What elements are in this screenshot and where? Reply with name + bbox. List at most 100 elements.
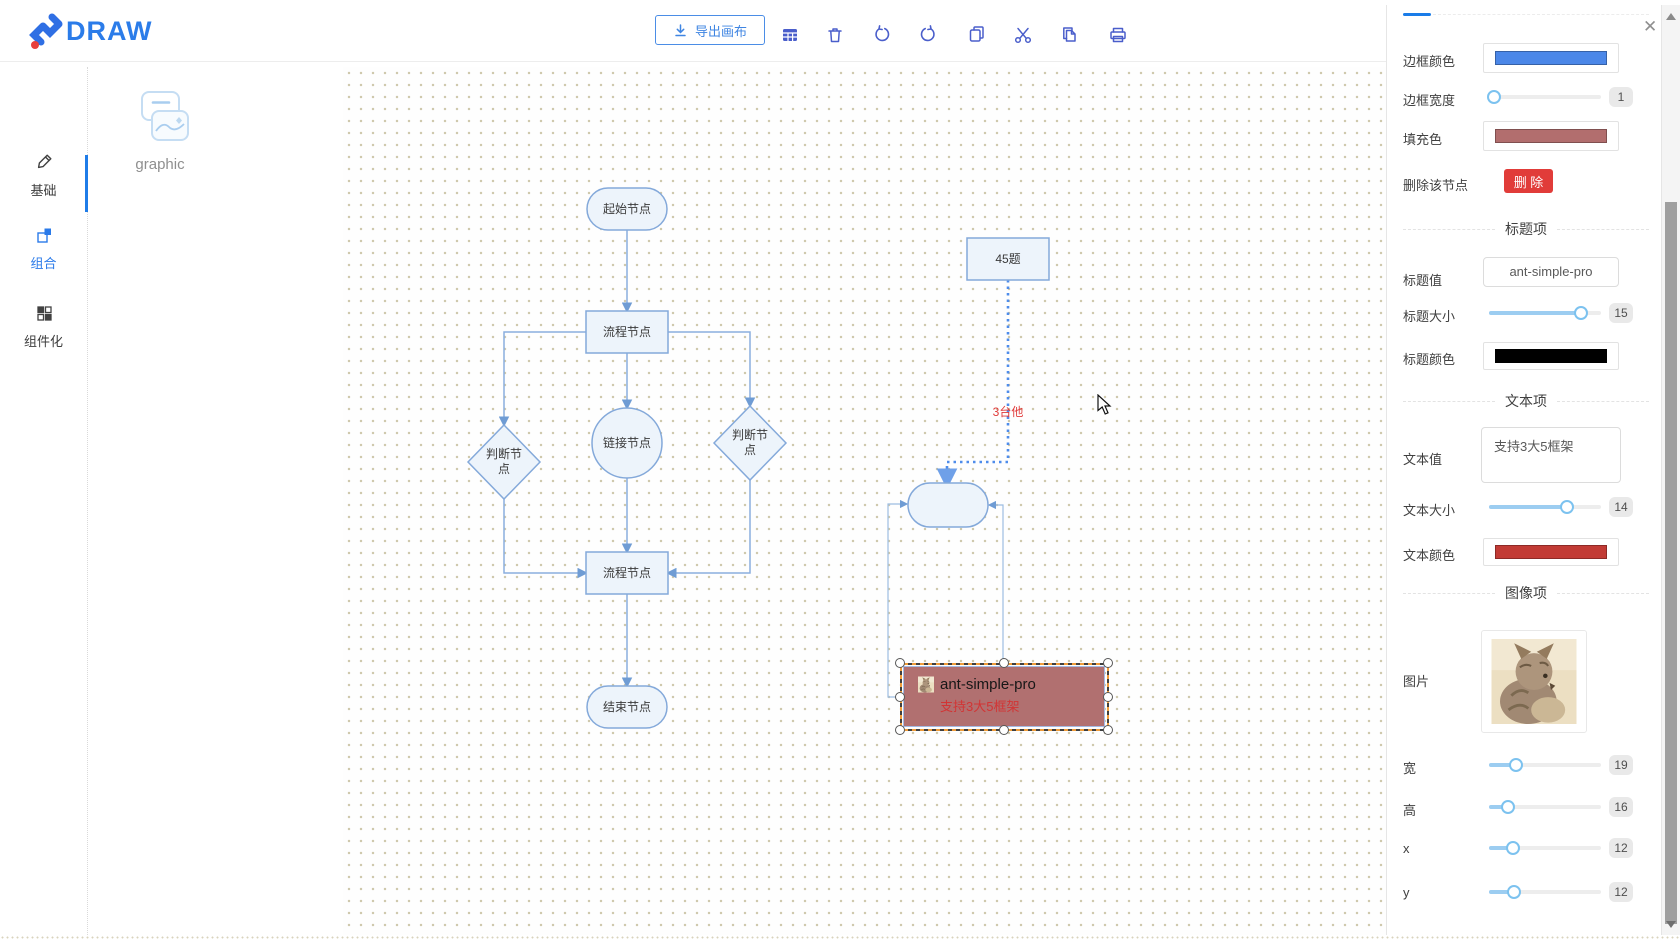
grid-icon[interactable]: [779, 24, 801, 46]
sidebar-item-label: 组合: [30, 256, 57, 271]
node-task-label[interactable]: 45题: [995, 251, 1021, 266]
sidebar-item-basic[interactable]: 基础: [0, 152, 87, 199]
properties-panel: ✕ 边框颜色 边框宽度 1 填充色 删除该节点 删 除 标题项 标题值 ant-…: [1386, 5, 1680, 935]
selection-handle-n[interactable]: [999, 658, 1009, 668]
x-slider-thumb[interactable]: [1506, 841, 1520, 855]
edge-label: 3台他: [992, 405, 1024, 419]
graphic-shape-icon: [141, 91, 189, 141]
node-link-label[interactable]: 链接节点: [602, 435, 651, 450]
height-slider[interactable]: [1489, 805, 1601, 809]
width-slider[interactable]: [1489, 763, 1601, 767]
image-preview[interactable]: [1481, 630, 1587, 733]
border-width-slider[interactable]: [1489, 95, 1601, 99]
text-size-value: 14: [1609, 497, 1633, 517]
selected-node[interactable]: ant-simple-pro 支持3大5框架: [903, 666, 1105, 727]
node-stadium-empty[interactable]: [907, 482, 989, 528]
delete-button[interactable]: 删 除: [1504, 169, 1553, 193]
node-thumbnail-image: [918, 676, 934, 693]
panel-tab-divider: [1433, 14, 1649, 15]
text-value-label: 文本值: [1403, 452, 1443, 467]
border-width-label: 边框宽度: [1403, 93, 1456, 108]
title-size-slider-fill: [1489, 311, 1581, 315]
close-icon[interactable]: ✕: [1643, 17, 1658, 36]
height-slider-thumb[interactable]: [1501, 800, 1515, 814]
selection-handle-s[interactable]: [999, 725, 1009, 735]
library-item-graphic[interactable]: graphic: [118, 89, 202, 173]
border-width-slider-thumb[interactable]: [1487, 90, 1501, 104]
node-end-label[interactable]: 结束节点: [602, 699, 651, 714]
node-start[interactable]: [586, 187, 668, 231]
selection-handle-e[interactable]: [1103, 692, 1113, 702]
drawing-canvas[interactable]: 起始节点 流程节点 判断节点 链接节点 判断节点 流程节点 结束节点 45题 3…: [343, 67, 1386, 935]
edge-decisionR-process2: [666, 480, 751, 579]
print-icon[interactable]: [1107, 24, 1129, 46]
height-label: 高: [1403, 803, 1417, 818]
active-tab-indicator: [85, 155, 88, 212]
y-slider-thumb[interactable]: [1507, 885, 1521, 899]
edge-process1-decisionL: [498, 331, 586, 427]
scroll-up-icon[interactable]: [1666, 13, 1676, 20]
sidebar-item-modules[interactable]: 组件化: [0, 303, 87, 350]
panel-scrollbar[interactable]: [1661, 5, 1680, 935]
node-process1-label[interactable]: 流程节点: [602, 324, 651, 339]
export-canvas-button[interactable]: 导出画布: [655, 15, 765, 45]
title-value-input[interactable]: ant-simple-pro: [1483, 257, 1619, 287]
node-decision-right[interactable]: [712, 404, 788, 482]
sidebar-item-combine[interactable]: 组合: [0, 225, 87, 272]
height-value: 16: [1609, 797, 1633, 817]
border-color-picker[interactable]: [1483, 43, 1619, 73]
selection-handle-ne[interactable]: [1103, 658, 1113, 668]
title-size-label: 标题大小: [1403, 309, 1456, 324]
combine-icon: [36, 228, 51, 243]
node-process2[interactable]: [585, 551, 669, 595]
edge-task-stadium-dotted: [936, 280, 1010, 490]
download-icon: [675, 23, 686, 36]
node-process1[interactable]: [585, 310, 669, 354]
y-slider[interactable]: [1489, 890, 1601, 894]
x-slider-fill: [1489, 846, 1513, 850]
selection-handle-nw[interactable]: [895, 658, 905, 668]
node-decision-right-label[interactable]: 判断节点: [731, 428, 768, 457]
width-slider-thumb[interactable]: [1509, 758, 1523, 772]
text-color-swatch: [1495, 545, 1607, 559]
selection-handle-se[interactable]: [1103, 725, 1113, 735]
border-color-swatch: [1495, 51, 1607, 65]
text-size-label: 文本大小: [1403, 503, 1456, 518]
app-logo-icon: [29, 13, 63, 49]
scroll-down-icon[interactable]: [1666, 921, 1676, 928]
width-slider-fill: [1489, 763, 1516, 767]
node-link[interactable]: [591, 407, 663, 479]
node-decision-left[interactable]: [466, 423, 542, 501]
title-size-slider-thumb[interactable]: [1574, 306, 1588, 320]
text-size-slider-thumb[interactable]: [1560, 500, 1574, 514]
selection-handle-sw[interactable]: [895, 725, 905, 735]
node-start-label[interactable]: 起始节点: [602, 201, 651, 216]
redo-icon[interactable]: [917, 24, 939, 46]
x-label: x: [1403, 841, 1410, 856]
paste-icon[interactable]: [1059, 24, 1081, 46]
undo-icon[interactable]: [871, 24, 893, 46]
sidebar-item-label: 基础: [30, 183, 57, 198]
text-value-textarea[interactable]: 支持3大5框架: [1481, 427, 1621, 483]
bottom-dotted-strip: [0, 935, 1680, 940]
cut-icon[interactable]: [1012, 24, 1034, 46]
title-color-picker[interactable]: [1483, 342, 1619, 370]
node-task[interactable]: [966, 237, 1050, 281]
x-value: 12: [1609, 838, 1633, 858]
image-label: 图片: [1403, 674, 1430, 689]
scrollbar-thumb[interactable]: [1665, 202, 1677, 924]
fill-color-picker[interactable]: [1483, 121, 1619, 151]
y-value: 12: [1609, 882, 1633, 902]
border-color-label: 边框颜色: [1403, 54, 1456, 69]
y-slider-fill: [1489, 890, 1514, 894]
node-end[interactable]: [586, 685, 668, 729]
selection-handle-w[interactable]: [895, 692, 905, 702]
text-color-picker[interactable]: [1483, 538, 1619, 566]
text-size-slider-fill: [1489, 505, 1567, 509]
node-decision-left-label[interactable]: 判断节点: [485, 447, 522, 476]
panel-tab-indicator: [1403, 13, 1431, 16]
x-slider[interactable]: [1489, 846, 1601, 850]
node-process2-label[interactable]: 流程节点: [602, 565, 651, 580]
trash-icon[interactable]: [824, 24, 846, 46]
copy-icon[interactable]: [966, 24, 988, 46]
